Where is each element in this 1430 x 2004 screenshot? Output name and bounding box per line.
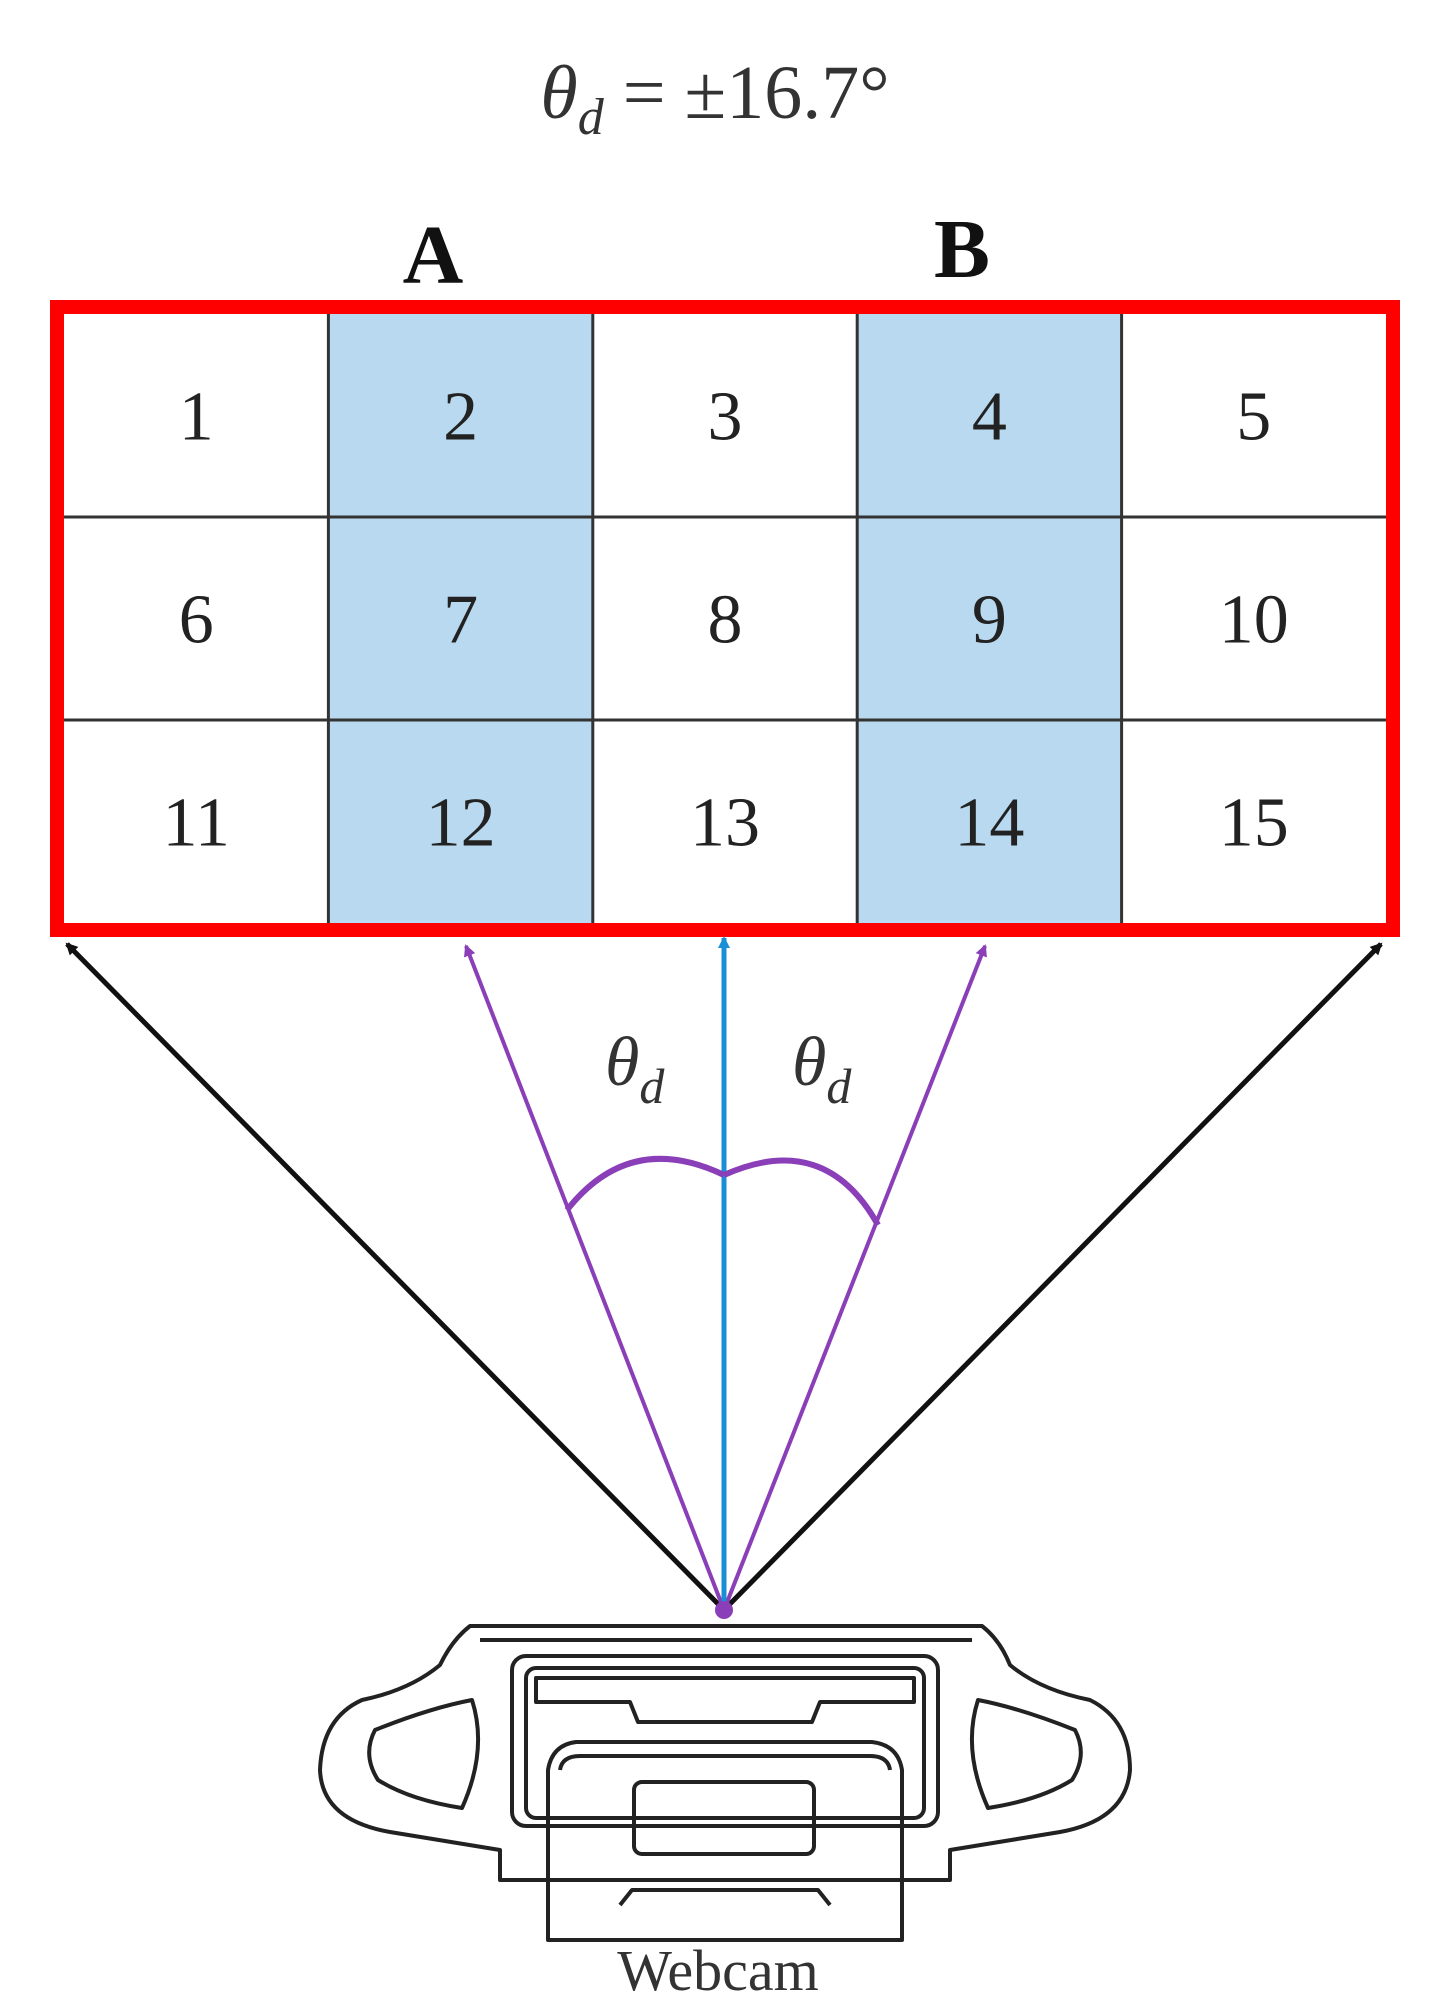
grid-cell-1: 1	[179, 379, 214, 456]
right-angle-theta: θ	[792, 1024, 826, 1101]
grid-cell-5: 5	[1236, 379, 1271, 456]
highlighted-column-2	[328, 314, 593, 923]
right-angle-subscript: d	[826, 1058, 852, 1114]
grid-cell-14: 14	[954, 785, 1024, 862]
right-angle-label: θd	[792, 1024, 852, 1114]
grid-cell-7: 7	[443, 582, 478, 659]
right-angle-arrow	[722, 944, 987, 1611]
screen-frame	[50, 300, 1400, 937]
grid-cell-2: 2	[443, 379, 478, 456]
grid-cell-3: 3	[708, 379, 743, 456]
webcam-label: Webcam	[617, 1938, 818, 2003]
left-angle-theta: θ	[605, 1024, 639, 1101]
highlighted-column-4	[857, 314, 1122, 923]
column-label-b: B	[934, 203, 990, 296]
column-label-a: A	[403, 209, 464, 302]
left-angle-label: θd	[605, 1024, 665, 1114]
grid-cell-10: 10	[1219, 582, 1289, 659]
formula-subscript: d	[578, 89, 605, 146]
grid-cell-15: 15	[1219, 785, 1289, 862]
formula-theta: θ	[540, 51, 577, 135]
left-edge-arrow	[65, 942, 726, 1612]
grid-cell-13: 13	[690, 785, 760, 862]
angle-formula: θd = ±16.7°	[540, 51, 889, 146]
grid-cell-8: 8	[708, 582, 743, 659]
right-angle-arc	[722, 1157, 881, 1227]
formula-value: = ±16.7°	[604, 51, 890, 135]
grid-cell-11: 11	[162, 785, 229, 862]
grid-cell-6: 6	[179, 582, 214, 659]
grid-cell-9: 9	[972, 582, 1007, 659]
camera-apex-point	[715, 1601, 733, 1619]
left-angle-subscript: d	[639, 1058, 665, 1114]
right-edge-arrow	[722, 942, 1383, 1612]
grid-cell-12: 12	[426, 785, 496, 862]
grid-cell-4: 4	[972, 379, 1007, 456]
left-angle-arc	[564, 1155, 726, 1212]
webcam-icon	[318, 1624, 1132, 1942]
left-angle-arrow	[464, 944, 726, 1611]
